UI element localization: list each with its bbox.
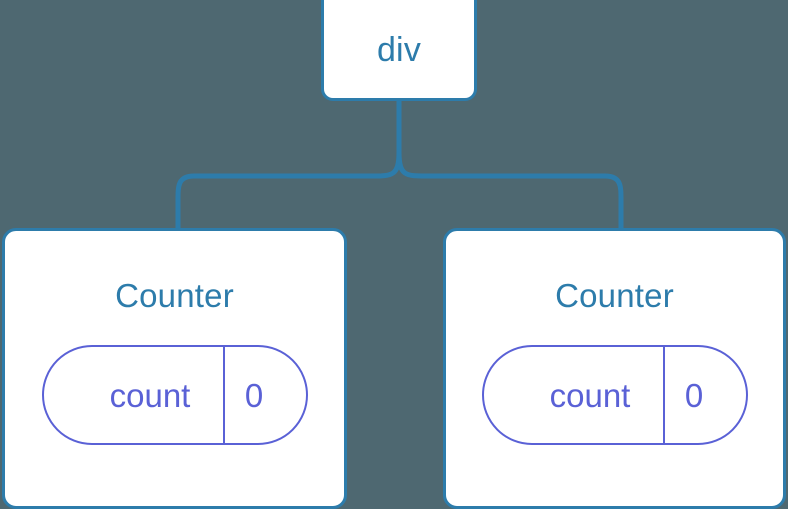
state-key: count bbox=[44, 347, 225, 443]
node-counter-label: Counter bbox=[115, 277, 234, 314]
state-value: 0 bbox=[244, 376, 264, 414]
state-pill[interactable]: count 0 bbox=[41, 345, 308, 445]
node-counter[interactable]: Counter count 0 bbox=[443, 228, 786, 509]
connector-branch-right bbox=[396, 149, 624, 233]
connector-lines bbox=[175, 97, 624, 233]
node-counter-label: Counter bbox=[555, 277, 674, 314]
state-value: 0 bbox=[684, 376, 704, 414]
node-div-label: div bbox=[376, 30, 422, 69]
state-key: count bbox=[484, 347, 665, 443]
connector-branch-left bbox=[175, 149, 402, 233]
node-div[interactable]: div bbox=[321, 0, 477, 101]
state-pill[interactable]: count 0 bbox=[481, 345, 748, 445]
node-counter[interactable]: Counter count 0 bbox=[2, 228, 347, 509]
